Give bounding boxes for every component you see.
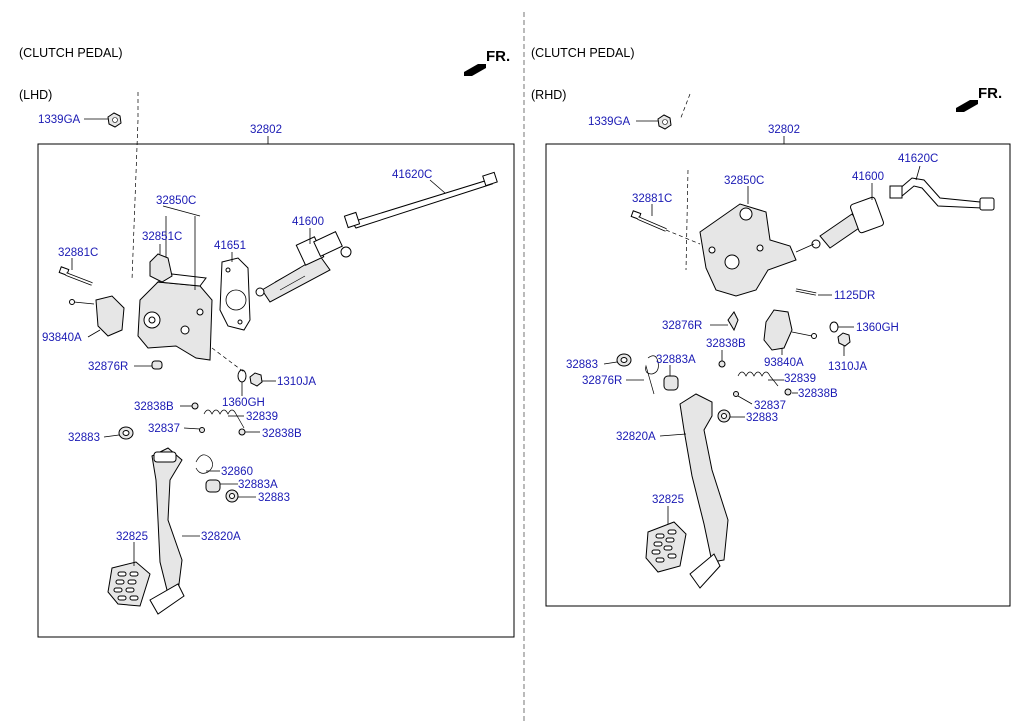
left-label-32883-b: 32883 [258, 492, 290, 504]
left-label-32825: 32825 [116, 531, 148, 543]
right-label-32881c: 32881C [632, 193, 672, 205]
right-switch-93840a [763, 309, 817, 351]
right-label-32876r-a: 32876R [662, 320, 702, 332]
left-master-cylinder-41600 [255, 231, 352, 303]
left-nut-1310ja [249, 372, 263, 387]
left-nut-1339ga [107, 112, 122, 128]
right-nut-1310ja [837, 332, 851, 347]
left-heading-line1: (CLUTCH PEDAL) [19, 46, 123, 60]
left-heading: (CLUTCH PEDAL) (LHD) [19, 18, 123, 116]
left-spring-32839 [203, 409, 245, 429]
right-pedal-arm-32820a [679, 393, 729, 589]
left-pedal-pad-32825 [107, 561, 151, 607]
right-washer-1360gh [829, 321, 839, 333]
left-label-32876r: 32876R [88, 361, 128, 373]
left-label-32802: 32802 [250, 124, 282, 136]
left-heading-line2: (LHD) [19, 88, 53, 102]
right-label-32802: 32802 [768, 124, 800, 136]
right-pedal-bracket-32850c [699, 203, 797, 297]
left-bushing-32883a [205, 479, 221, 493]
right-label-1360gh: 1360GH [856, 322, 899, 334]
right-clip-32838b-b [784, 388, 792, 396]
left-fr-label: FR. [486, 48, 510, 65]
left-label-1360gh: 1360GH [222, 397, 265, 409]
right-pedal-pad-32825 [645, 521, 687, 573]
left-label-32839: 32839 [246, 411, 278, 423]
right-spring-32839 [737, 371, 779, 387]
right-label-32883-b: 32883 [746, 412, 778, 424]
left-label-1339ga: 1339GA [38, 114, 81, 126]
right-label-1310ja: 1310JA [828, 361, 867, 373]
left-bolt-32881c [58, 266, 93, 286]
right-bushing-32883a [663, 375, 679, 391]
right-label-32820a: 32820A [616, 431, 656, 443]
left-label-32883a: 32883A [238, 479, 278, 491]
left-label-32860: 32860 [221, 466, 253, 478]
right-bolt-32881c [630, 210, 667, 232]
right-label-32825: 32825 [652, 494, 684, 506]
left-assembly-frame [37, 143, 515, 638]
right-bushing-32883-b [717, 409, 731, 423]
right-nut-1339ga [657, 114, 672, 130]
left-label-41620c: 41620C [392, 169, 432, 181]
right-master-cylinder-41600 [795, 196, 885, 253]
left-switch-93840a [69, 295, 125, 337]
left-label-32883-a: 32883 [68, 432, 100, 444]
left-bushing-32883-b [225, 489, 239, 503]
left-label-93840a: 93840A [42, 332, 82, 344]
right-fr-label: FR. [978, 85, 1002, 102]
right-heading-line2: (RHD) [531, 88, 567, 102]
right-pin-32837 [733, 391, 739, 397]
left-bracket-32851c [149, 253, 173, 283]
left-label-32838b-a: 32838B [134, 401, 174, 413]
right-label-32838b-a: 32838B [706, 338, 746, 350]
right-heading: (CLUTCH PEDAL) (RHD) [531, 18, 635, 116]
left-spring-32860 [195, 454, 213, 474]
right-fr-arrow-icon: FR. [956, 85, 1002, 112]
right-assembly-frame [545, 143, 1011, 607]
left-bushing-32883 [118, 426, 134, 440]
left-fr-arrow-icon: FR. [464, 48, 510, 76]
right-stopper-32876r-a [727, 311, 739, 332]
left-label-32850c: 32850C [156, 195, 196, 207]
right-label-41600: 41600 [852, 171, 884, 183]
right-label-32883a: 32883A [656, 354, 696, 366]
left-label-1310ja: 1310JA [277, 376, 316, 388]
left-label-32838b-b: 32838B [262, 428, 302, 440]
right-clip-32838b-a [718, 360, 726, 368]
left-gasket-41651 [219, 257, 251, 331]
left-pedal-bracket-32850c [137, 273, 213, 361]
right-label-32838b-b: 32838B [798, 388, 838, 400]
right-label-32850c: 32850C [724, 175, 764, 187]
left-label-32881c: 32881C [58, 247, 98, 259]
right-label-1125dr: 1125DR [834, 290, 875, 302]
left-clutch-tube-41620c [343, 171, 498, 229]
right-bolt-1125dr [795, 288, 817, 296]
left-label-32820a: 32820A [201, 531, 241, 543]
right-panel: FR. [545, 85, 1011, 607]
right-heading-line1: (CLUTCH PEDAL) [531, 46, 635, 60]
right-label-32839: 32839 [784, 373, 816, 385]
left-washer-1360gh [237, 369, 247, 383]
left-panel: FR. [37, 48, 515, 638]
right-clutch-tube-41620c [889, 177, 995, 211]
right-label-1339ga: 1339GA [588, 116, 631, 128]
left-label-41600: 41600 [292, 216, 324, 228]
left-pedal-arm-32820a [149, 447, 185, 615]
right-spring-32876r-b [645, 355, 659, 395]
left-label-32851c: 32851C [142, 231, 182, 243]
left-label-32837: 32837 [148, 423, 180, 435]
right-label-32876r-b: 32876R [582, 375, 622, 387]
left-stopper-32876r [151, 360, 163, 370]
right-label-41620c: 41620C [898, 153, 938, 165]
right-bushing-32883-a [616, 353, 632, 367]
left-label-41651: 41651 [214, 240, 246, 252]
right-label-32837: 32837 [754, 400, 786, 412]
right-label-32883-a: 32883 [566, 359, 598, 371]
right-label-93840a: 93840A [764, 357, 804, 369]
